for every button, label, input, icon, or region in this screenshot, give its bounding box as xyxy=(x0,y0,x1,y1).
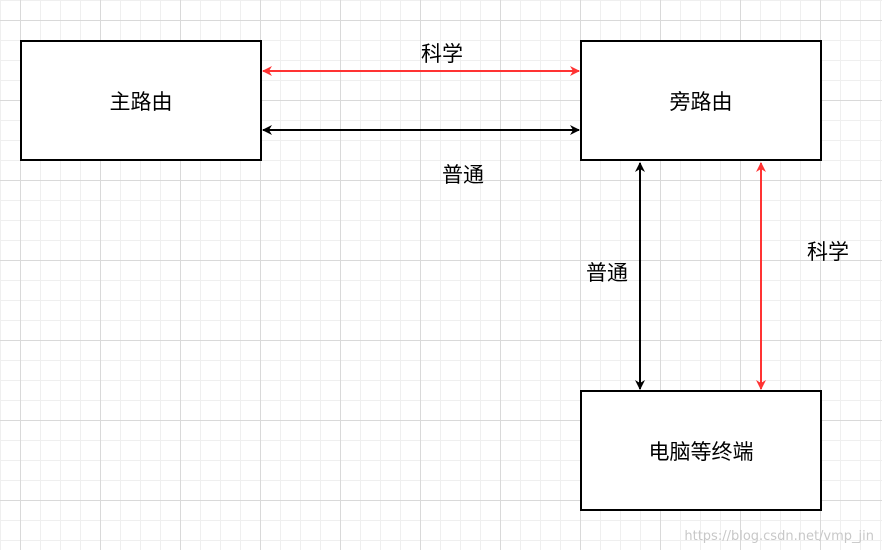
watermark-text: https://blog.csdn.net/vmp_jin xyxy=(684,529,874,544)
edge-label-right-normal: 普通 xyxy=(586,261,628,285)
node-computer: 电脑等终端 xyxy=(580,390,822,511)
node-main-router-label: 主路由 xyxy=(109,89,173,114)
edge-label-top-normal: 普通 xyxy=(442,163,484,187)
node-side-router: 旁路由 xyxy=(580,40,822,161)
node-main-router: 主路由 xyxy=(20,40,262,161)
edge-label-right-science: 科学 xyxy=(807,240,849,264)
edge-label-top-science: 科学 xyxy=(421,42,463,66)
node-computer-label: 电脑等终端 xyxy=(648,439,754,464)
node-side-router-label: 旁路由 xyxy=(669,89,733,114)
